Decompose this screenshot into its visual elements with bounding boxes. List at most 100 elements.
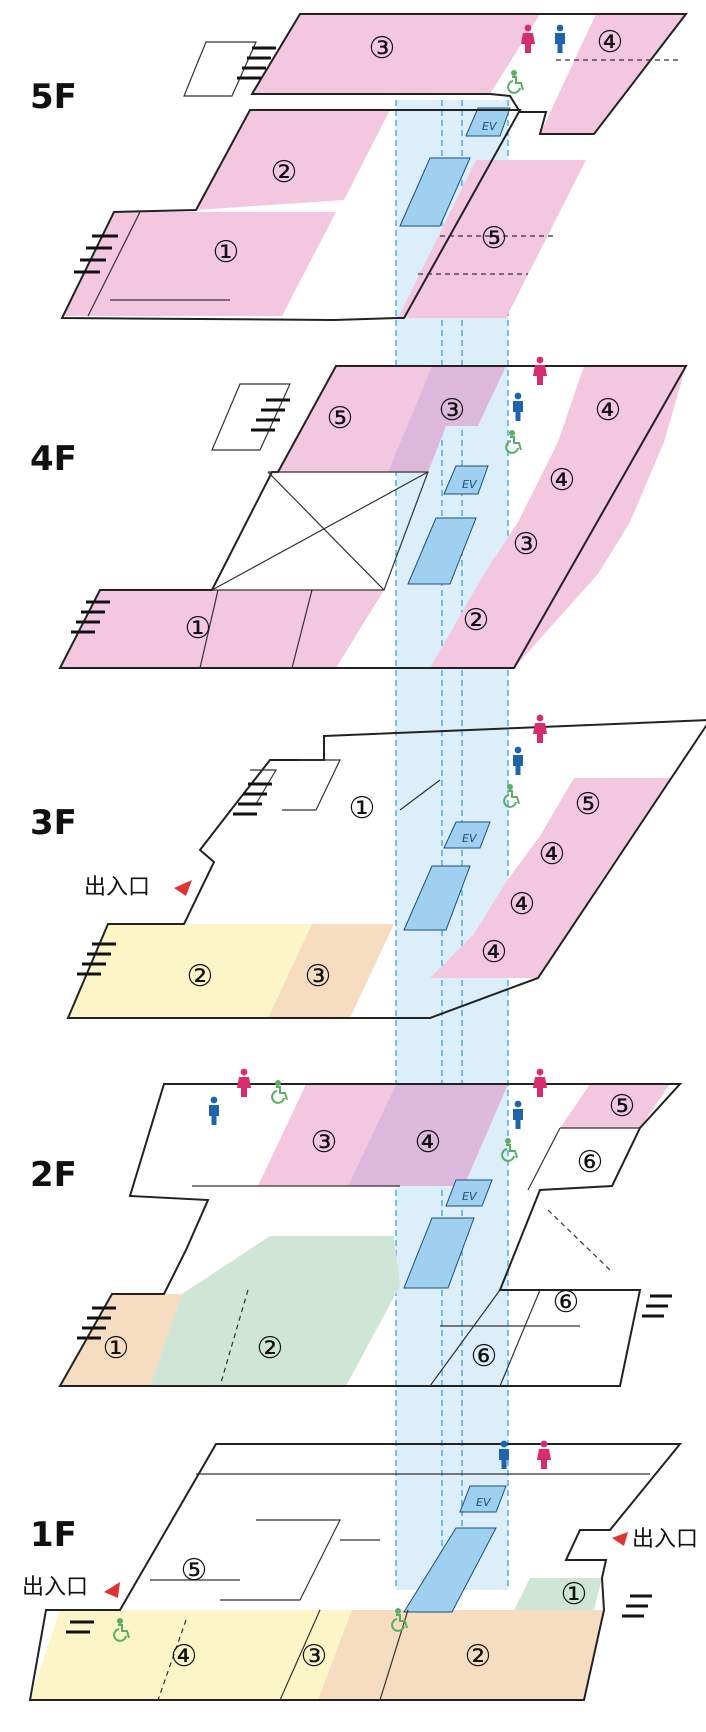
stairs-2f — [403, 1217, 475, 1289]
room-label: ③ — [305, 959, 332, 994]
room-4f-4b — [518, 442, 664, 522]
elevator-2f — [445, 1179, 493, 1207]
entrance-label: 出入口 — [22, 1575, 88, 1600]
room-3f-3 — [268, 924, 394, 1018]
room-3f-5 — [540, 778, 670, 836]
room-5f-2 — [196, 110, 390, 210]
male-restroom-icon — [209, 1096, 219, 1125]
floor-label-5f: 5F — [30, 77, 77, 117]
room-4f-2 — [430, 574, 598, 668]
room-5f-1 — [62, 212, 336, 316]
room-label: ④ — [171, 1639, 198, 1674]
room-3f-2 — [68, 924, 312, 1018]
stairs-5f — [399, 157, 471, 227]
room-label: ① — [185, 611, 212, 646]
room-3f-4a — [506, 836, 632, 882]
room-5f-3 — [252, 14, 540, 94]
stairs-3f — [403, 865, 471, 931]
room-label: ④ — [415, 1125, 442, 1160]
female-restroom-icon — [533, 1068, 547, 1097]
room-1f-4 — [30, 1610, 352, 1700]
stairs-1f — [403, 1527, 497, 1613]
room-label: ④ — [549, 463, 576, 498]
male-restroom-icon — [555, 24, 565, 53]
room-label: ⑥ — [577, 1145, 604, 1180]
room-4f-3 — [484, 522, 630, 574]
room-label: ③ — [439, 393, 466, 428]
room-2f-4 — [348, 1084, 508, 1186]
room-3f-4c — [430, 934, 568, 978]
floor-5f: 5F ③ ④ ② ① ⑤ EV — [30, 13, 689, 322]
room-label: ② — [463, 603, 490, 638]
room-label: ⑥ — [553, 1285, 580, 1320]
elevator-4f — [443, 465, 489, 495]
male-restroom-icon — [513, 1100, 523, 1129]
floor-label-4f: 4F — [30, 439, 77, 479]
entrance-label: 出入口 — [632, 1527, 698, 1552]
entrance-label: 出入口 — [84, 875, 150, 900]
room-label: ② — [187, 959, 214, 994]
room-2f-2 — [150, 1236, 400, 1386]
room-2f-3 — [258, 1084, 396, 1186]
stairs-4f — [407, 517, 477, 585]
room-label: ② — [271, 155, 298, 190]
room-label: ① — [349, 791, 376, 826]
room-label: ③ — [513, 527, 540, 562]
room-5f-4 — [540, 14, 686, 134]
floor-4f: 4F ⑤ ③ ④ ④ ③ ① ② EV — [30, 356, 688, 669]
floor-label-3f: 3F — [30, 803, 77, 843]
floor-2f: 2F ③ ④ ⑤ ⑥ ⑥ ① ② ⑥ EV — [30, 1068, 683, 1387]
room-2f-5 — [560, 1084, 670, 1128]
male-restroom-icon — [513, 392, 523, 421]
room-label: ① — [213, 235, 240, 270]
room-label: ③ — [311, 1125, 338, 1160]
male-restroom-icon — [513, 746, 523, 775]
room-4f-4a — [558, 366, 686, 442]
room-label: ② — [257, 1331, 284, 1366]
room-label: ② — [465, 1639, 492, 1674]
female-restroom-icon — [237, 1068, 251, 1097]
ev-label: EV — [462, 1190, 478, 1203]
room-label: ④ — [597, 25, 624, 60]
room-label: ④ — [595, 393, 622, 428]
room-label: ⑤ — [327, 401, 354, 436]
female-restroom-icon — [533, 714, 547, 743]
elevator-1f — [459, 1485, 507, 1513]
room-label: ③ — [369, 31, 396, 66]
room-3f-4b — [474, 882, 600, 934]
room-4f-5 — [278, 366, 432, 472]
elevator-5f — [465, 107, 511, 137]
room-1f-1 — [514, 1578, 602, 1610]
room-label: ④ — [509, 887, 536, 922]
elevator-3f — [443, 821, 491, 849]
accessible-restroom-icon — [507, 69, 524, 94]
room-2f-1 — [60, 1294, 182, 1386]
ev-label: EV — [476, 1496, 492, 1509]
room-label: ⑤ — [609, 1089, 636, 1124]
floor-3f: 3F 出入口 ① ⑤ ④ ② ③ ④ ④ EV — [30, 714, 706, 1019]
room-4f-3-top — [388, 366, 506, 472]
entrance-arrow-icon — [104, 1582, 120, 1598]
room-label: ④ — [539, 837, 566, 872]
ev-label: EV — [462, 832, 478, 845]
room-label: ① — [103, 1331, 130, 1366]
entrance-arrow-icon — [612, 1532, 628, 1546]
ev-label: EV — [462, 478, 478, 491]
room-label: ⑥ — [471, 1339, 498, 1374]
room-1f-2-3 — [318, 1610, 604, 1700]
floor-label-2f: 2F — [30, 1155, 77, 1195]
ev-label: EV — [482, 120, 498, 133]
room-label: ① — [561, 1577, 588, 1612]
floor-label-1f: 1F — [30, 1515, 77, 1555]
room-5f-5 — [398, 160, 586, 318]
female-restroom-icon — [533, 356, 547, 385]
entrance-arrow-icon — [174, 880, 192, 896]
room-label: ③ — [301, 1639, 328, 1674]
room-label: ⑤ — [181, 1553, 208, 1588]
room-label: ④ — [481, 935, 508, 970]
room-label: ⑤ — [575, 787, 602, 822]
room-4f-1 — [60, 590, 384, 668]
floor-1f: 1F 出入口 出入口 ⑤ ① ④ ③ ② EV — [22, 1440, 698, 1701]
room-label: ⑤ — [481, 221, 508, 256]
